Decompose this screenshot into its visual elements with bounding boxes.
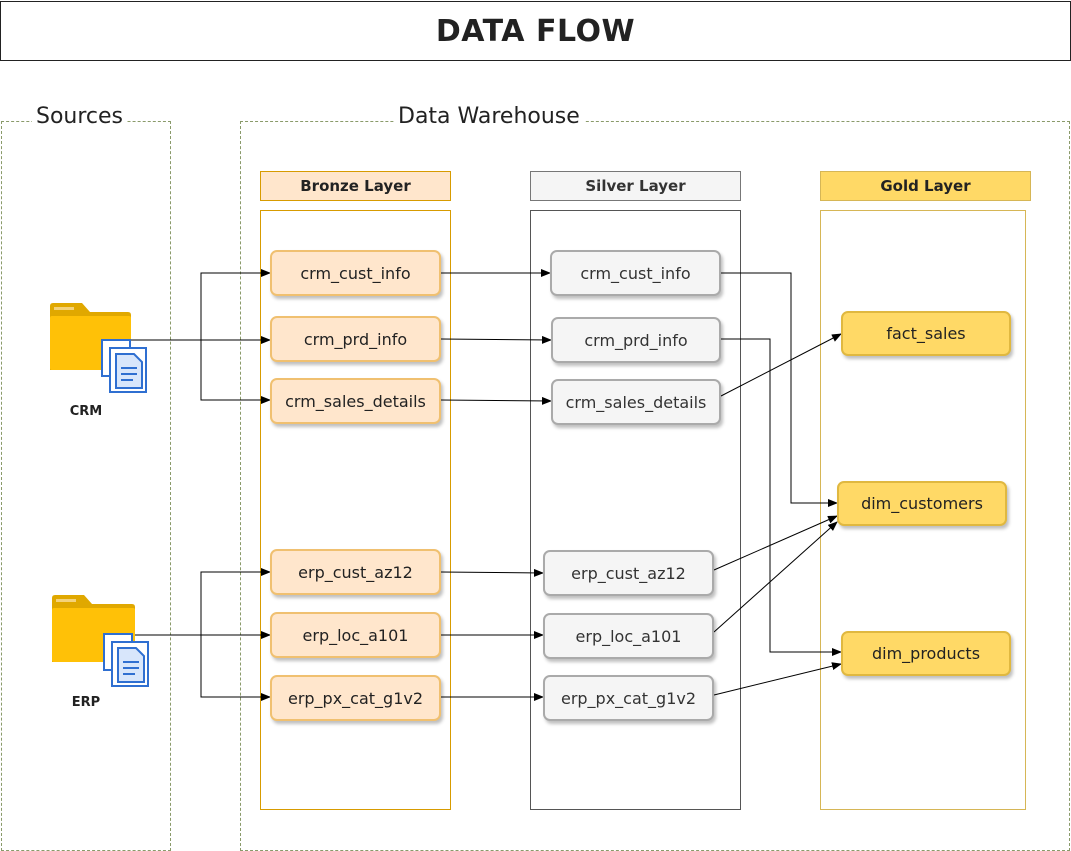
erp-source-label: ERP xyxy=(71,695,101,710)
crm-folder-icon xyxy=(50,303,147,393)
gold-layer-title: Gold Layer xyxy=(880,177,971,195)
bronze-table-erp-cust-az12[interactable]: erp_cust_az12 xyxy=(270,549,441,595)
gold-table-dim-products[interactable]: dim_products xyxy=(841,631,1011,676)
sources-region-label: Sources xyxy=(32,104,128,130)
silver-table-crm-prd-info[interactable]: crm_prd_info xyxy=(551,317,721,363)
silver-table-erp-loc-a101[interactable]: erp_loc_a101 xyxy=(543,613,714,659)
title-box: DATA FLOW xyxy=(0,1,1071,61)
warehouse-region-label: Data Warehouse xyxy=(394,104,584,130)
bronze-table-erp-loc-a101[interactable]: erp_loc_a101 xyxy=(270,612,441,658)
bronze-layer-header: Bronze Layer xyxy=(260,171,451,201)
gold-table-fact-sales[interactable]: fact_sales xyxy=(841,311,1011,356)
bronze-table-crm-cust-info[interactable]: crm_cust_info xyxy=(270,250,441,296)
sources-region xyxy=(1,121,171,851)
bronze-table-crm-sales-details[interactable]: crm_sales_details xyxy=(270,378,441,424)
silver-table-erp-cust-az12[interactable]: erp_cust_az12 xyxy=(543,550,714,596)
page-title: DATA FLOW xyxy=(435,13,636,49)
bronze-layer-title: Bronze Layer xyxy=(300,177,411,195)
crm-source-label: CRM xyxy=(69,404,103,419)
bronze-table-crm-prd-info[interactable]: crm_prd_info xyxy=(270,316,441,362)
gold-table-dim-customers[interactable]: dim_customers xyxy=(837,481,1007,526)
silver-table-crm-sales-details[interactable]: crm_sales_details xyxy=(551,379,721,425)
erp-folder-icon xyxy=(52,595,149,687)
silver-table-crm-cust-info[interactable]: crm_cust_info xyxy=(550,250,721,296)
bronze-table-erp-px-cat-g1v2[interactable]: erp_px_cat_g1v2 xyxy=(270,675,441,721)
silver-layer-header: Silver Layer xyxy=(530,171,741,201)
bronze-layer-container xyxy=(260,210,451,810)
gold-layer-header: Gold Layer xyxy=(820,171,1031,201)
silver-table-erp-px-cat-g1v2[interactable]: erp_px_cat_g1v2 xyxy=(543,675,714,721)
silver-layer-title: Silver Layer xyxy=(585,177,686,195)
